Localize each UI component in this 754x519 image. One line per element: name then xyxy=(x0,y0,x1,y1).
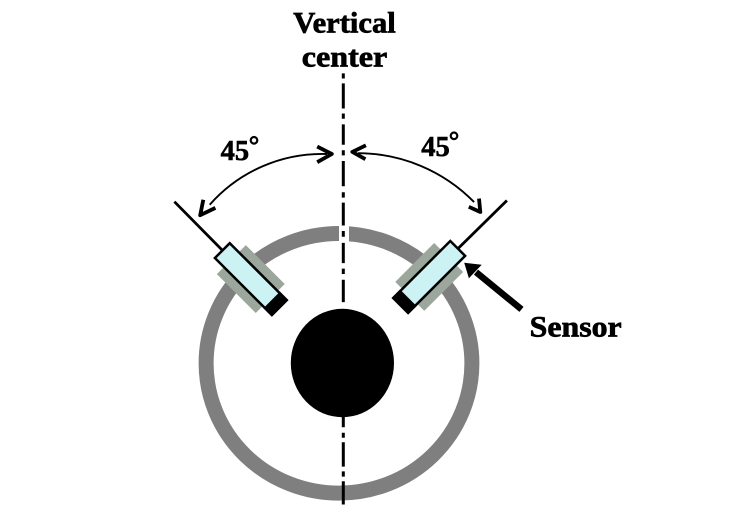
svg-text:45: 45 xyxy=(221,135,250,167)
svg-text:Sensor: Sensor xyxy=(530,310,622,343)
svg-text:Vertical: Vertical xyxy=(293,7,396,40)
svg-text:45: 45 xyxy=(421,131,450,163)
svg-text:center: center xyxy=(302,41,388,74)
